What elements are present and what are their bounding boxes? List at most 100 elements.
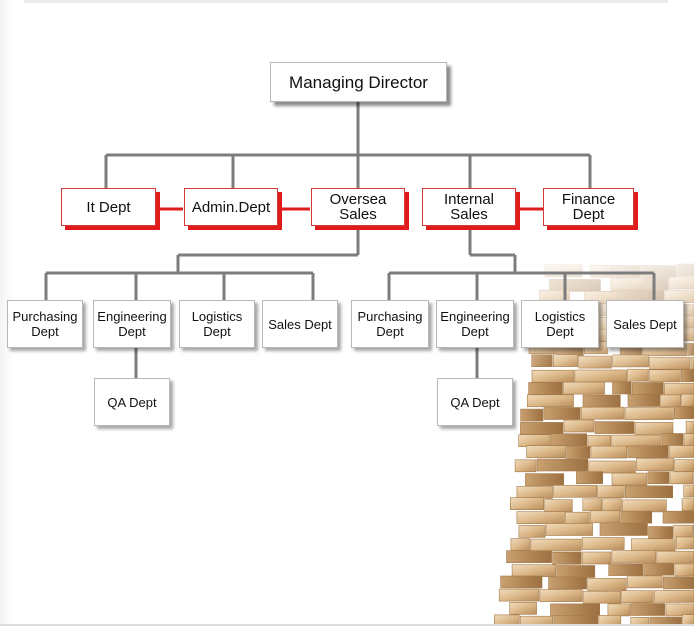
- jenga-block: [665, 603, 694, 617]
- jenga-block: [581, 551, 612, 565]
- node-internal-purchasing-dept: Purchasing Dept: [351, 300, 429, 348]
- node-label: Purchasing Dept: [357, 309, 423, 339]
- node-label: Engineering Dept: [440, 309, 510, 339]
- jenga-block: [608, 563, 644, 576]
- jenga-block: [612, 381, 632, 395]
- jenga-block: [674, 563, 694, 577]
- jenga-block: [500, 575, 543, 589]
- jenga-block: [576, 471, 604, 485]
- bottom-border: [0, 624, 694, 626]
- jenga-block: [545, 523, 593, 536]
- jenga-block: [669, 471, 694, 485]
- jenga-block: [683, 484, 694, 498]
- node-it-dept: It Dept: [61, 188, 156, 226]
- jenga-block: [627, 394, 661, 407]
- jenga-block: [647, 471, 670, 485]
- jenga-block: [594, 421, 635, 434]
- jenga-block: [493, 614, 520, 626]
- jenga-block: [580, 406, 625, 420]
- jenga-block: [660, 394, 681, 408]
- jenga-block: [611, 472, 648, 486]
- node-oversea-purchasing-dept: Purchasing Dept: [7, 300, 83, 348]
- jenga-block: [526, 394, 574, 408]
- jenga-block: [519, 615, 554, 626]
- node-label: QA Dept: [450, 394, 500, 410]
- jenga-block: [649, 616, 682, 626]
- jenga-block: [553, 484, 598, 498]
- jenga-block: [675, 536, 694, 550]
- jenga-block: [563, 381, 605, 395]
- jenga-block: [662, 510, 694, 524]
- node-finance-dept: Finance Dept: [543, 188, 634, 226]
- jenga-block: [506, 550, 552, 564]
- jenga-block: [548, 576, 587, 590]
- jenga-block: [624, 407, 674, 420]
- jenga-block: [520, 422, 564, 435]
- jenga-block: [582, 590, 621, 604]
- jenga-block: [516, 511, 565, 525]
- jenga-block: [599, 523, 648, 536]
- node-internal-engineering-dept: Engineering Dept: [436, 300, 514, 348]
- node-label: Admin.Dept: [191, 198, 271, 216]
- jenga-block: [681, 393, 694, 407]
- jenga-block: [598, 614, 622, 626]
- top-strip: [24, 0, 668, 3]
- jenga-block: [509, 497, 544, 511]
- node-internal-qa-dept: QA Dept: [437, 378, 513, 426]
- node-label: Finance Dept: [561, 191, 616, 223]
- node-managing-director: Managing Director: [270, 62, 447, 102]
- jenga-block: [624, 485, 673, 499]
- node-label: Engineering Dept: [97, 309, 167, 339]
- jenga-block: [553, 615, 599, 626]
- jenga-block: [643, 562, 675, 576]
- jenga-block: [611, 550, 657, 563]
- node-label: Managing Director: [289, 72, 428, 92]
- node-label: Internal Sales: [443, 191, 495, 223]
- jenga-block: [563, 419, 595, 433]
- jenga-block: [514, 459, 537, 473]
- jenga-block: [581, 537, 625, 550]
- jenga-block: [662, 576, 694, 590]
- node-internal-logistics-dept: Logistics Dept: [521, 300, 599, 348]
- jenga-block: [630, 616, 650, 626]
- node-admin-dept: Admin.Dept: [184, 188, 278, 226]
- jenga-block: [597, 485, 625, 499]
- jenga-block: [536, 458, 589, 472]
- node-oversea-qa-dept: QA Dept: [94, 378, 170, 426]
- jenga-block: [626, 575, 663, 589]
- node-label: Oversea Sales: [329, 191, 387, 223]
- jenga-block: [566, 446, 591, 459]
- node-label: Logistics Dept: [191, 309, 243, 339]
- node-label: Sales Dept: [613, 316, 677, 332]
- node-oversea-sales: Oversea Sales: [311, 188, 405, 226]
- jenga-block: [498, 588, 540, 602]
- jenga-block: [525, 473, 565, 486]
- node-label: It Dept: [86, 198, 131, 216]
- node-internal-sales-dept: Sales Dept: [606, 300, 684, 348]
- jenga-block: [543, 407, 581, 420]
- node-label: QA Dept: [107, 394, 157, 410]
- jenga-block: [630, 603, 666, 616]
- node-label: Logistics Dept: [534, 309, 586, 339]
- jenga-block: [552, 551, 582, 565]
- jenga-block: [590, 445, 627, 459]
- node-internal-sales: Internal Sales: [422, 188, 516, 226]
- node-oversea-engineering-dept: Engineering Dept: [93, 300, 171, 348]
- jenga-block: [621, 590, 654, 604]
- jenga-block: [550, 433, 588, 447]
- node-label: Sales Dept: [268, 316, 332, 332]
- jenga-block: [509, 601, 537, 615]
- jenga-block: [589, 510, 621, 524]
- jenga-block: [530, 538, 582, 552]
- jenga-block: [539, 589, 583, 602]
- jenga-block: [653, 590, 694, 603]
- jenga-block: [526, 445, 566, 459]
- node-label: Purchasing Dept: [12, 309, 78, 339]
- jenga-block: [520, 408, 544, 422]
- node-oversea-logistics-dept: Logistics Dept: [179, 300, 255, 348]
- node-oversea-sales-dept: Sales Dept: [262, 300, 338, 348]
- jenga-block: [518, 525, 546, 538]
- jenga-block: [587, 578, 627, 591]
